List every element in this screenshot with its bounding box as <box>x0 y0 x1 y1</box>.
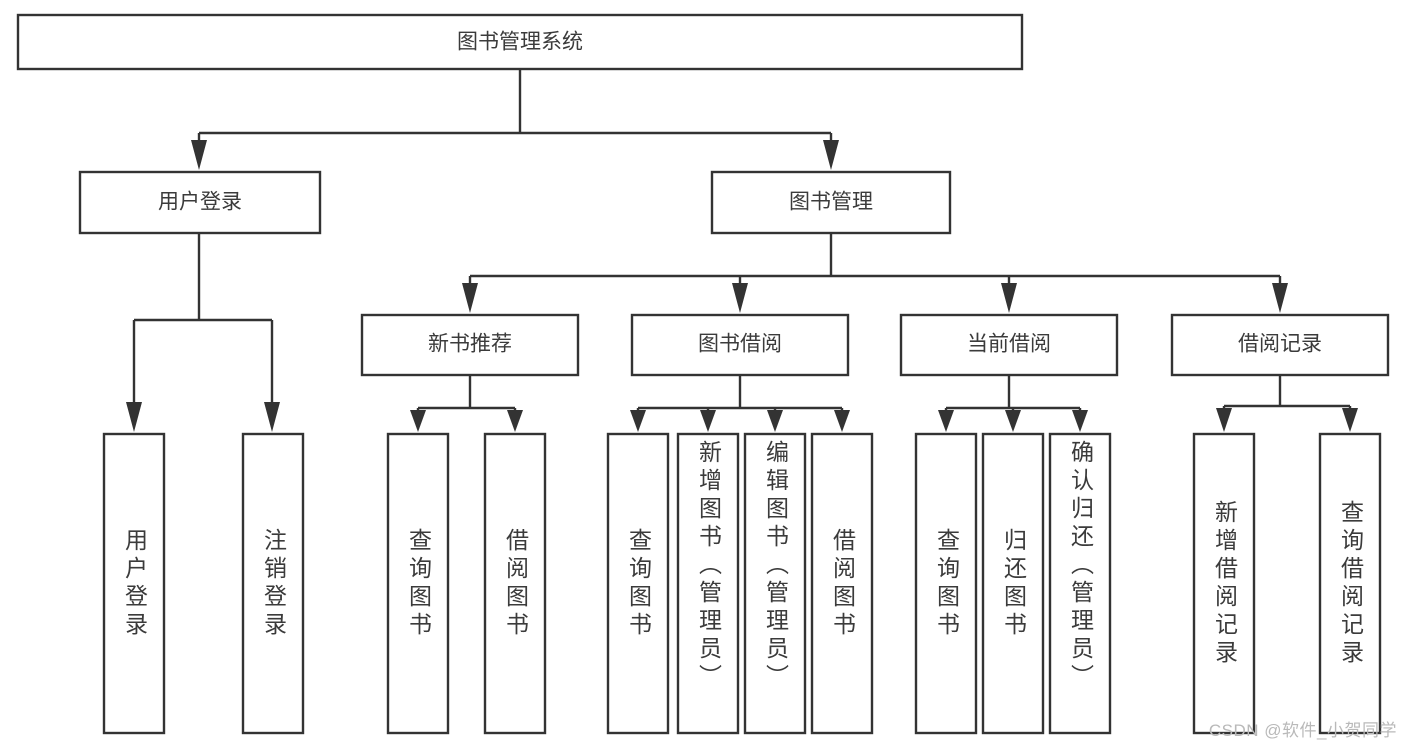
node-leaf-confirm-return-box[interactable] <box>1048 432 1112 735</box>
arrow-head-current-borrow <box>1001 283 1017 313</box>
arrow-head-leaf-add-record <box>1216 408 1232 432</box>
arrow-head-leaf-query-record <box>1342 408 1358 432</box>
node-leaf-add-book-box[interactable] <box>676 432 740 735</box>
connector-group-book-management-to-level3 <box>462 233 1288 313</box>
connector-group-current-borrow-to-leaves <box>938 375 1088 432</box>
arrow-head-leaf-query-book-current <box>938 410 954 432</box>
arrow-head-borrow-record <box>1272 283 1288 313</box>
arrow-head-leaf-logout <box>264 402 280 432</box>
connector-group-borrow-record-to-leaves <box>1216 375 1358 432</box>
arrow-head-leaf-add-book <box>700 410 716 432</box>
node-user-login-box[interactable] <box>78 170 322 235</box>
arrow-head-leaf-query-book-borrow <box>630 410 646 432</box>
connector-group-book-borrow-to-leaves <box>630 375 850 432</box>
arrow-head-leaf-return-book <box>1005 410 1021 432</box>
arrow-head-book-borrow <box>732 283 748 313</box>
node-root-box[interactable] <box>16 13 1024 71</box>
arrow-head-leaf-user-login <box>126 402 142 432</box>
node-book-borrow-label: 图书借阅 <box>698 333 782 356</box>
node-leaf-borrow-book-box[interactable] <box>810 432 874 735</box>
arrow-head-new-book-recommend <box>462 283 478 313</box>
node-leaf-edit-book-box[interactable] <box>743 432 807 735</box>
node-book-borrow[interactable]: 图书借阅 <box>630 313 850 377</box>
arrow-head-leaf-confirm-return <box>1072 410 1088 432</box>
arrow-head-leaf-query-book-new <box>410 410 426 432</box>
node-leaf-user-login-box[interactable] <box>102 432 166 735</box>
node-leaf-return-book-box[interactable] <box>981 432 1045 735</box>
node-leaf-logout-box[interactable] <box>241 432 305 735</box>
connector-group-user-login-to-leaves <box>126 233 280 432</box>
node-user-login-label: 用户登录 <box>158 191 242 214</box>
arrow-head-leaf-edit-book <box>767 410 783 432</box>
node-borrow-record[interactable]: 借阅记录 <box>1170 313 1390 377</box>
node-user-login[interactable]: 用户登录 <box>78 170 322 235</box>
node-new-book-recommend[interactable]: 新书推荐 <box>360 313 580 377</box>
node-root[interactable]: 图书管理系统 <box>16 13 1024 71</box>
node-current-borrow-label: 当前借阅 <box>967 333 1051 356</box>
node-book-management-label: 图书管理 <box>789 191 873 214</box>
arrow-head-book-management <box>823 140 839 170</box>
node-book-management-box[interactable] <box>710 170 952 235</box>
arrow-head-leaf-borrow-book-new <box>507 410 523 432</box>
node-current-borrow[interactable]: 当前借阅 <box>899 313 1119 377</box>
node-borrow-record-label: 借阅记录 <box>1238 333 1322 356</box>
node-leaf-query-record-box[interactable] <box>1318 432 1382 735</box>
connector-group-root-to-level2 <box>191 69 839 170</box>
node-leaf-query-book-new-box[interactable] <box>386 432 450 735</box>
node-leaf-query-book-current-box[interactable] <box>914 432 978 735</box>
node-leaf-borrow-book-new-box[interactable] <box>483 432 547 735</box>
node-leaf-query-book-borrow-box[interactable] <box>606 432 670 735</box>
node-book-management[interactable]: 图书管理 <box>710 170 952 235</box>
csdn-watermark: CSDN @软件_小贺同学 <box>1208 721 1397 740</box>
node-leaf-add-record-box[interactable] <box>1192 432 1256 735</box>
connector-group-new-book-to-leaves <box>410 375 523 432</box>
leaf-box-group <box>102 432 1382 735</box>
node-root-label: 图书管理系统 <box>457 31 583 54</box>
node-new-book-recommend-label: 新书推荐 <box>428 333 512 356</box>
node-borrow-record-box[interactable] <box>1170 313 1390 377</box>
node-book-borrow-box[interactable] <box>630 313 850 377</box>
arrow-head-user-login <box>191 140 207 170</box>
arrow-head-leaf-borrow-book <box>834 410 850 432</box>
node-current-borrow-box[interactable] <box>899 313 1119 377</box>
node-new-book-recommend-box[interactable] <box>360 313 580 377</box>
